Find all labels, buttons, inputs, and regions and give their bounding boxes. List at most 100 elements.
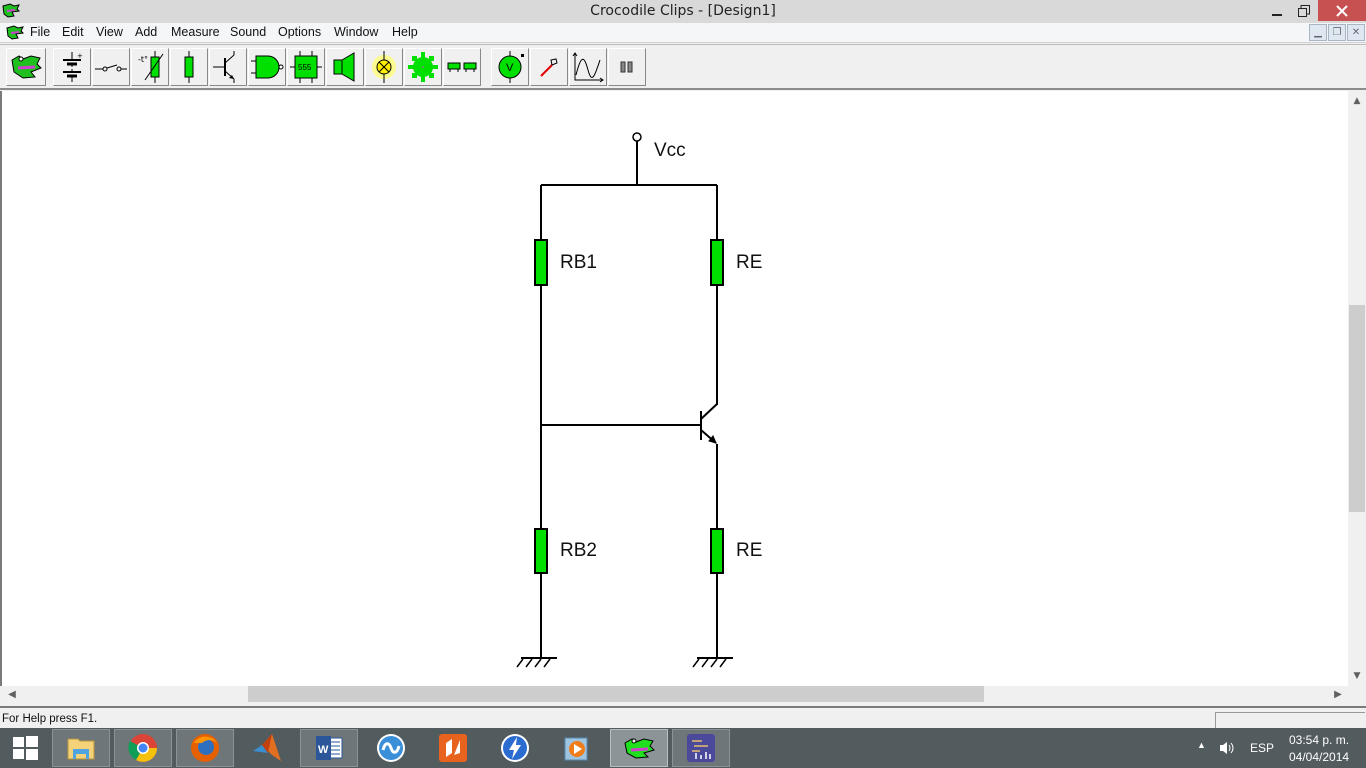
taskbar-chrome[interactable] [114,729,172,767]
menu-file[interactable]: File [30,25,51,39]
menu-window[interactable]: Window [334,25,379,39]
scroll-right-arrow-icon[interactable]: ▶ [1334,688,1342,700]
taskbar-media-player[interactable] [548,729,606,767]
menu-edit[interactable]: Edit [62,25,84,39]
menu-measure[interactable]: Measure [171,25,220,39]
show-hidden-icons-icon[interactable]: ▲ [1197,740,1206,750]
toolbar-lamp-button[interactable] [365,48,403,86]
ground-right[interactable] [692,657,733,668]
toolbar-switch-button[interactable] [92,48,130,86]
orange-app-icon [439,734,467,762]
taskbar-lightning-app[interactable] [486,729,544,767]
lamp-icon [372,51,396,83]
vcc-terminal[interactable] [632,132,642,142]
horizontal-scroll-thumb[interactable] [248,686,984,702]
menu-add[interactable]: Add [135,25,158,39]
svg-text:555: 555 [298,63,312,72]
circuit-schematic: Vcc RB1 RE RB2 RE [516,132,762,668]
toolbar-ic-555-button[interactable]: 555 [287,48,325,86]
switch-icon [95,64,127,72]
resistor-rb1[interactable] [534,239,548,286]
window-title: Crocodile Clips - [Design1] [590,3,776,19]
scroll-down-arrow-icon[interactable]: ▼ [1353,671,1361,681]
transistor-icon [213,51,235,83]
menu-options[interactable]: Options [278,25,322,39]
resistor-rb2[interactable] [534,528,548,574]
toolbar-mechanics-button[interactable] [443,48,481,86]
speaker-icon [333,52,355,82]
maximize-button[interactable] [1291,0,1317,21]
resistor-re-bottom-label: RE [736,540,762,561]
vertical-scroll-thumb[interactable] [1349,305,1365,512]
taskbar-wave-app[interactable] [362,729,420,767]
title-bar: Crocodile Clips - [Design1] [0,0,1366,23]
start-button[interactable] [0,729,50,767]
menu-view[interactable]: View [96,25,123,39]
clock-date[interactable]: 04/04/2014 [1289,750,1350,764]
resistor-icon [184,51,194,83]
battery-icon: + [63,52,83,82]
resistor-re-top-label: RE [736,252,762,273]
toolbar-thermistor-button[interactable]: -t° [131,48,169,86]
toolbar-pause-button[interactable] [608,48,646,86]
resistor-re-top[interactable] [710,239,724,286]
matlab-icon [253,734,281,761]
mdi-close-button[interactable]: ✕ [1347,24,1365,41]
vertical-scrollbar[interactable]: ▲ ▼ [1348,91,1366,685]
toolbar-graph-button[interactable] [569,48,607,86]
menu-sound[interactable]: Sound [230,25,267,39]
word-icon: W [316,736,343,760]
lightning-icon [501,734,529,762]
transistor-q1[interactable] [700,403,718,444]
toolbar: + -t° [0,44,1366,90]
toolbar-crocodile-button[interactable] [6,48,46,86]
toolbar-motor-button[interactable] [404,48,442,86]
chip-555-icon: 555 [290,51,322,83]
close-button[interactable] [1318,0,1366,21]
toolbar-power-supply-button[interactable]: + [53,48,91,86]
ground-left[interactable] [516,657,557,668]
circuit-canvas[interactable]: Vcc RB1 RE RB2 RE [0,91,1348,686]
mdi-restore-button[interactable]: ❐ [1328,24,1346,41]
toolbar-voltmeter-button[interactable]: V [491,48,529,86]
taskbar: W [0,728,1366,768]
close-icon: ✕ [1351,27,1361,38]
svg-text:+: + [77,52,83,60]
taskbar-word[interactable]: W [300,729,358,767]
status-panel [1215,712,1365,731]
taskbar-orange-app[interactable] [424,729,482,767]
resistor-re-bottom[interactable] [710,528,724,574]
windows-icon [13,736,38,760]
status-bar: For Help press F1. [0,706,1366,731]
scroll-left-arrow-icon[interactable]: ◀ [8,688,16,700]
taskbar-firefox[interactable] [176,729,234,767]
taskbar-file-explorer[interactable] [52,729,110,767]
minimize-button[interactable] [1264,0,1290,21]
folder-icon [67,738,95,760]
toolbar-logic-gate-button[interactable] [248,48,286,86]
menu-help[interactable]: Help [392,25,418,39]
resistor-rb1-label: RB1 [560,252,597,273]
resistor-rb2-label: RB2 [560,540,597,561]
scroll-up-arrow-icon[interactable]: ▲ [1353,96,1361,106]
taskbar-matlab[interactable] [238,729,296,767]
volume-icon[interactable] [1218,740,1236,756]
probe-icon [540,58,558,77]
language-indicator[interactable]: ESP [1250,741,1275,755]
wave-icon [377,734,405,762]
restore-icon: ❐ [1332,27,1342,38]
clock-time[interactable]: 03:54 p. m. [1289,733,1350,747]
crocodile-icon[interactable] [6,24,24,42]
toolbar-transistor-button[interactable] [209,48,247,86]
menu-bar: File Edit View Add Measure Sound Options… [0,23,1366,43]
horizontal-scrollbar[interactable]: ◀ ▶ [2,686,1348,702]
taskbar-crocodile-clips[interactable] [610,729,668,767]
mdi-minimize-button[interactable]: ▁ [1309,24,1327,41]
toolbar-speaker-button[interactable] [326,48,364,86]
graph-icon [572,52,604,83]
gear-icon [408,52,438,82]
toolbar-resistor-button[interactable] [170,48,208,86]
taskbar-circuit-app[interactable] [672,729,730,767]
minimize-icon [1272,13,1282,16]
toolbar-probe-button[interactable] [530,48,568,86]
